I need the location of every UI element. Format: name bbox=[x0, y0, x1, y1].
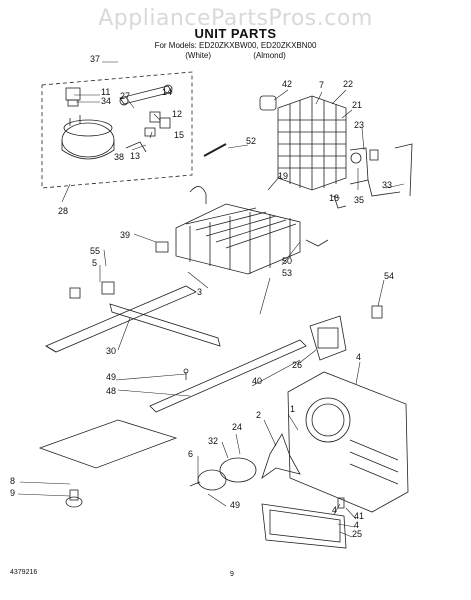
callout-2: 2 bbox=[256, 410, 261, 420]
callout-32: 32 bbox=[208, 436, 218, 446]
callout-38: 38 bbox=[114, 152, 124, 162]
callout-4: 4 bbox=[354, 520, 359, 530]
callout-50: 50 bbox=[282, 256, 292, 266]
overload-part bbox=[65, 87, 81, 107]
condenser-part bbox=[277, 95, 347, 191]
callout-49: 49 bbox=[106, 372, 116, 382]
tube-parts bbox=[349, 143, 413, 197]
callout-54: 54 bbox=[384, 271, 394, 281]
callout-1: 1 bbox=[290, 404, 295, 414]
callout-4: 4 bbox=[356, 352, 361, 362]
fan-motor-part bbox=[189, 457, 257, 491]
compressor-assembly-box bbox=[41, 71, 193, 189]
compressor-part bbox=[61, 115, 115, 160]
variant-almond: (Almond) bbox=[253, 51, 286, 60]
valve-part bbox=[350, 149, 379, 164]
callout-33: 33 bbox=[382, 180, 392, 190]
callout-35: 35 bbox=[354, 195, 364, 205]
watermark: AppliancePartsPros.com bbox=[98, 6, 373, 31]
fan-blade-part bbox=[261, 433, 301, 480]
fan-shroud-part bbox=[287, 371, 409, 513]
callout-4: 4 bbox=[332, 505, 337, 515]
callout-22: 22 bbox=[343, 79, 353, 89]
screw-part-41 bbox=[337, 497, 345, 509]
leveler-part-9 bbox=[65, 489, 83, 508]
callout-13: 13 bbox=[130, 151, 140, 161]
spacer-part-39 bbox=[155, 241, 169, 253]
relay-part bbox=[119, 84, 173, 106]
callout-27: 27 bbox=[120, 91, 130, 101]
callout-6: 6 bbox=[188, 449, 193, 459]
spacer-part-55 bbox=[69, 281, 115, 299]
callout-8: 8 bbox=[10, 476, 15, 486]
model-numbers: For Models: ED20ZKXBW00, ED20ZKXBN00 bbox=[154, 41, 317, 50]
screw-part-49 bbox=[183, 368, 189, 380]
callout-23: 23 bbox=[354, 120, 364, 130]
callout-41: 41 bbox=[354, 511, 364, 521]
callout-7: 7 bbox=[319, 80, 324, 90]
drier-part bbox=[259, 95, 277, 111]
base-rail-40 bbox=[149, 339, 307, 413]
callout-19: 19 bbox=[278, 171, 288, 181]
callout-18: 18 bbox=[329, 193, 339, 203]
hose-part-18 bbox=[333, 195, 347, 209]
clip-part bbox=[125, 141, 147, 153]
callout-11: 11 bbox=[101, 87, 110, 97]
callout-40: 40 bbox=[252, 376, 262, 386]
callout-49: 49 bbox=[230, 500, 240, 510]
callout-25: 25 bbox=[352, 529, 362, 539]
page-title: UNIT PARTS bbox=[194, 26, 277, 41]
callout-26: 26 bbox=[292, 360, 302, 370]
callout-30: 30 bbox=[106, 346, 116, 356]
callout-37: 37 bbox=[90, 54, 100, 64]
grommet-part-54 bbox=[371, 305, 383, 319]
callout-55: 55 bbox=[90, 246, 100, 256]
callout-42: 42 bbox=[282, 79, 292, 89]
grommet-parts bbox=[144, 111, 171, 137]
callout-14: 14 bbox=[162, 87, 172, 97]
callout-24: 24 bbox=[232, 422, 242, 432]
callout-15: 15 bbox=[174, 130, 184, 140]
callout-48: 48 bbox=[106, 386, 116, 396]
variant-white: (White) bbox=[185, 51, 212, 60]
fitting-part-52 bbox=[203, 143, 227, 157]
callout-9: 9 bbox=[10, 488, 15, 498]
base-rail-30 bbox=[45, 285, 221, 353]
document-number: 4379216 bbox=[10, 569, 38, 576]
evaporator-part bbox=[175, 186, 301, 275]
callout-28: 28 bbox=[58, 206, 68, 216]
leader-lines bbox=[17, 61, 405, 538]
callout-52: 52 bbox=[246, 136, 256, 146]
callout-21: 21 bbox=[352, 100, 362, 110]
bracket-part-26 bbox=[309, 315, 347, 361]
callout-39: 39 bbox=[120, 230, 130, 240]
drain-pan-part bbox=[261, 503, 347, 549]
callout-34: 34 bbox=[101, 96, 111, 106]
bracket-part-50 bbox=[305, 239, 329, 247]
insulation-pad bbox=[38, 419, 178, 469]
page-number: 9 bbox=[230, 571, 234, 578]
callout-12: 12 bbox=[172, 109, 182, 119]
callout-53: 53 bbox=[282, 268, 292, 278]
color-variants: (White) (Almond) bbox=[0, 51, 471, 60]
callout-3: 3 bbox=[197, 287, 202, 297]
callout-5: 5 bbox=[92, 258, 97, 268]
